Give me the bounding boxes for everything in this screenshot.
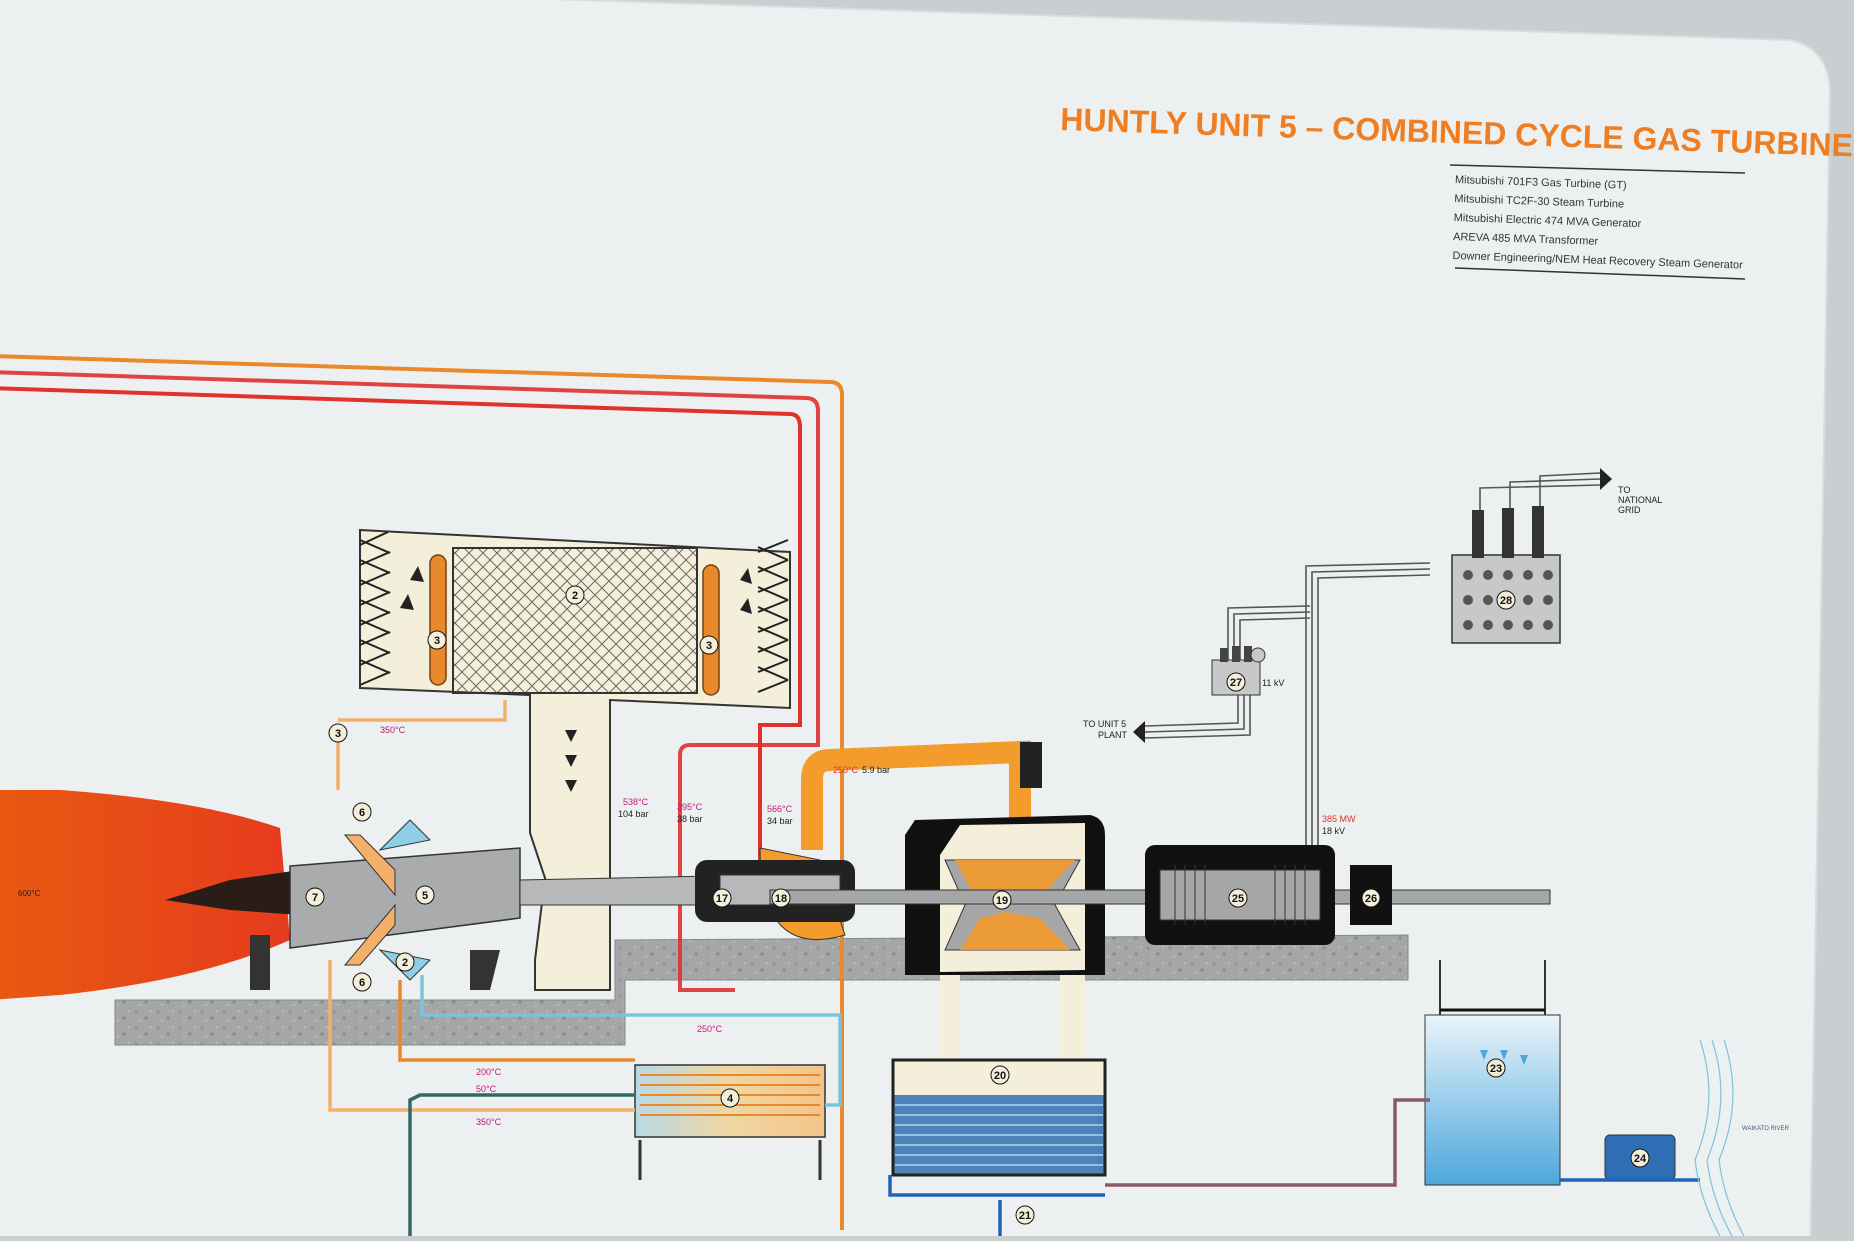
- electrical-connections: [1144, 472, 1601, 845]
- spec-transformer: AREVA 485 MVA Transformer: [1453, 231, 1599, 248]
- svg-text:20: 20: [994, 1070, 1006, 1082]
- badge-5: 5: [415, 885, 435, 905]
- t566-label: 566°C: [767, 804, 793, 814]
- t350b-label: 350°C: [476, 1117, 502, 1127]
- river-label: WAIKATO RIVER: [1742, 1126, 1790, 1132]
- burner-core: [165, 870, 300, 915]
- grid-label-2: NATIONAL: [1618, 495, 1662, 505]
- b34-label: 34 bar: [767, 816, 793, 826]
- svg-text:2: 2: [572, 590, 578, 602]
- badge-3-left: 3: [427, 630, 447, 650]
- svg-text:6: 6: [359, 807, 365, 819]
- condenser: [891, 1058, 1107, 1177]
- unit5-label-2: PLANT: [1098, 730, 1128, 740]
- badge-17: 17: [712, 888, 732, 908]
- hrsg-heat-exchanger: [452, 547, 698, 694]
- b38-label: 38 bar: [677, 814, 703, 824]
- svg-text:5: 5: [422, 890, 428, 902]
- svg-text:28: 28: [1500, 595, 1512, 607]
- flame-temp-label: 600°C: [18, 889, 41, 898]
- badge-18: 18: [771, 888, 791, 908]
- lp-bar-label: 5.9 bar: [862, 765, 890, 775]
- b104-label: 104 bar: [618, 809, 649, 819]
- svg-text:26: 26: [1365, 893, 1377, 905]
- badge-6-bottom: 6: [352, 972, 372, 992]
- badge-28: 28: [1496, 590, 1516, 610]
- badge-23: 23: [1486, 1058, 1506, 1078]
- svg-text:2: 2: [402, 957, 408, 969]
- badge-26: 26: [1361, 888, 1381, 908]
- feedwater-pipes: [328, 700, 1700, 1236]
- svg-text:27: 27: [1230, 677, 1242, 689]
- t250-label: 250°C: [697, 1024, 723, 1034]
- badge-7: 7: [305, 887, 325, 907]
- river: [1694, 1039, 1745, 1237]
- badge-25: 25: [1228, 888, 1248, 908]
- svg-text:3: 3: [335, 728, 341, 740]
- gt-support-left: [250, 935, 270, 990]
- badge-3-right: 3: [699, 635, 719, 655]
- badge-6-top: 6: [352, 802, 372, 822]
- spec-st: Mitsubishi TC2F-30 Steam Turbine: [1454, 193, 1624, 211]
- t350-label: 350°C: [380, 725, 406, 735]
- kv11-label: 11 kV: [1262, 678, 1284, 688]
- svg-text:21: 21: [1019, 1210, 1031, 1222]
- mw-label: 385 MW: [1322, 814, 1356, 824]
- badge-3-valve: 3: [328, 723, 348, 743]
- t200-label: 200°C: [476, 1067, 502, 1077]
- svg-text:23: 23: [1490, 1063, 1502, 1075]
- badge-19: 19: [992, 890, 1012, 910]
- svg-text:6: 6: [359, 977, 365, 989]
- t538-label: 538°C: [623, 797, 649, 807]
- badge-21: 21: [1015, 1205, 1035, 1225]
- svg-text:19: 19: [996, 895, 1008, 907]
- spec-gt: Mitsubishi 701F3 Gas Turbine (GT): [1455, 174, 1627, 192]
- badge-24: 24: [1630, 1148, 1650, 1168]
- lp-temp-label: 250°C: [833, 765, 859, 775]
- badge-20: 20: [990, 1065, 1010, 1085]
- grid-label-3: GRID: [1618, 505, 1641, 515]
- svg-text:24: 24: [1634, 1153, 1647, 1165]
- riser-tube-right: [702, 564, 720, 696]
- svg-text:3: 3: [706, 640, 712, 652]
- svg-text:4: 4: [727, 1093, 734, 1105]
- hrsg-stack: [359, 528, 791, 991]
- t50-label: 50°C: [476, 1084, 497, 1094]
- main-steam-pipes: [0, 354, 844, 1230]
- badge-2-bottom: 2: [395, 952, 415, 972]
- unit5-label-1: TO UNIT 5: [1083, 719, 1126, 729]
- riser-tube-left: [429, 554, 447, 686]
- badge-4: 4: [720, 1088, 740, 1108]
- svg-text:7: 7: [312, 892, 318, 904]
- combustion-flame: [0, 790, 290, 1000]
- badge-27: 27: [1226, 672, 1246, 692]
- svg-text:3: 3: [434, 635, 440, 647]
- svg-text:18: 18: [775, 893, 787, 905]
- kv18-label: 18 kV: [1322, 826, 1345, 836]
- badge-2-top: 2: [565, 585, 585, 605]
- svg-text:17: 17: [716, 893, 728, 905]
- svg-text:25: 25: [1232, 893, 1244, 905]
- t395-label: 395°C: [677, 802, 703, 812]
- grid-label-1: TO: [1618, 485, 1630, 495]
